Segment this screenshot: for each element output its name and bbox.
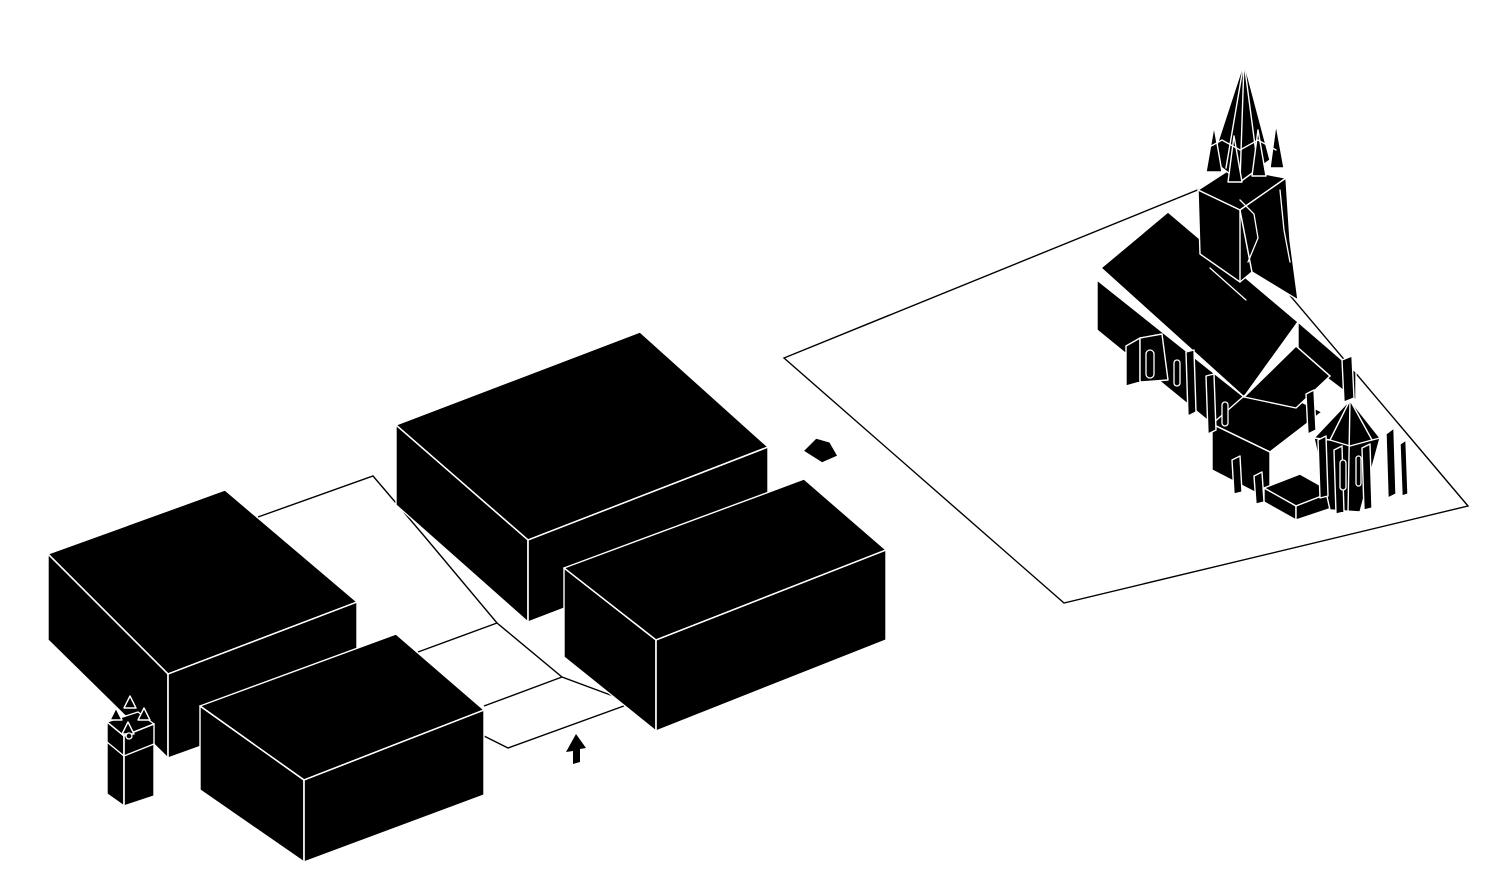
small-pavilion	[802, 437, 839, 464]
block-north	[395, 331, 769, 623]
church-site-outline	[782, 188, 1470, 604]
small-tower	[106, 695, 155, 807]
entry-arrow-icon	[566, 734, 586, 764]
block-east	[563, 478, 887, 732]
block-southwest	[199, 633, 485, 863]
gothic-church	[1096, 61, 1409, 521]
plaza-outline	[257, 475, 635, 749]
